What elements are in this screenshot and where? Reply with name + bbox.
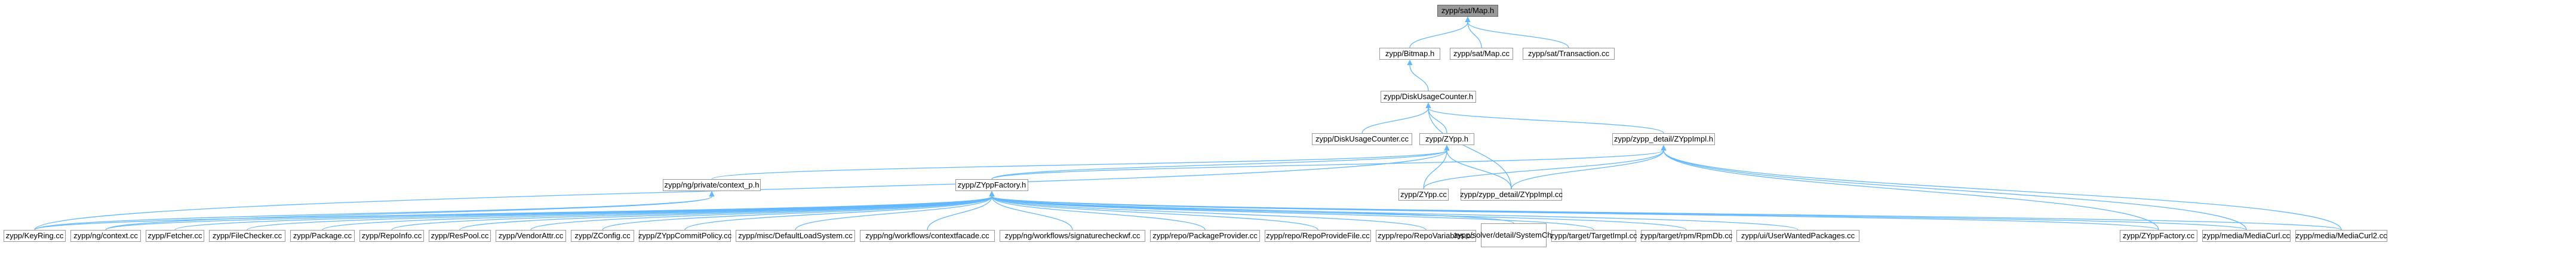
node-repoprovidefile-cc[interactable]: zypp/repo/RepoProvideFile.cc: [1265, 230, 1371, 242]
edge-respool-cc-to-zyppfactory-h: [459, 191, 995, 231]
edge-signaturecheckwf-cc-to-zyppfactory-h: [989, 191, 1073, 231]
edge-zypp-cc-to-zyppimpl-h: [1423, 145, 1667, 189]
edge-mediacurl-cc-to-zyppimpl-h: [1661, 145, 2247, 231]
node-bitmap-h[interactable]: zypp/Bitmap.h: [1379, 48, 1440, 60]
node-respool-cc[interactable]: zypp/ResPool.cc: [429, 230, 491, 242]
node-packageprovider-cc[interactable]: zypp/repo/PackageProvider.cc: [1150, 230, 1260, 242]
node-transaction-cc[interactable]: zypp/sat/Transaction.cc: [1523, 48, 1615, 60]
dependency-edges: [34, 16, 2342, 231]
node-mediacurl-cc[interactable]: zypp/media/MediaCurl.cc: [2202, 230, 2291, 242]
edge-mediacurl2-cc-to-zyppfactory-h: [989, 191, 2342, 231]
node-rpmdb-cc[interactable]: zypp/target/rpm/RpmDb.cc: [1640, 230, 1732, 242]
edge-zyppimpl-h-to-diskusagecounter-h: [1425, 102, 1664, 134]
edge-defaultloadsystem-cc-to-zyppfactory-h: [795, 191, 995, 231]
edge-zyppimpl-cc-to-zyppimpl-h: [1511, 145, 1667, 189]
node-userwantedpackages-cc[interactable]: zypp/ui/UserWantedPackages.cc: [1736, 230, 1859, 242]
node-map-cc[interactable]: zypp/sat/Map.cc: [1450, 48, 1513, 60]
node-zyppfactory-cc[interactable]: zypp/ZYppFactory.cc: [2120, 230, 2197, 242]
edge-bitmap-h-to-map-h: [1409, 16, 1471, 48]
edge-keyring-cc-to-zyppfactory-h: [34, 191, 995, 231]
node-keyring-cc[interactable]: zypp/KeyRing.cc: [4, 230, 66, 242]
edge-userwantedpackages-cc-to-zyppfactory-h: [989, 191, 1799, 231]
edge-packageprovider-cc-to-zyppfactory-h: [989, 191, 1206, 231]
node-zyppcommitpolicy-cc[interactable]: zypp/ZYppCommitPolicy.cc: [638, 230, 731, 242]
node-repovariables-cc[interactable]: zypp/repo/RepoVariables.cc: [1376, 230, 1476, 242]
edge-rpmdb-cc-to-zyppfactory-h: [989, 191, 1687, 231]
edge-diskusagecounter-cc-to-diskusagecounter-h: [1361, 102, 1431, 134]
node-zyppfactory-h[interactable]: zypp/ZYppFactory.h: [955, 179, 1028, 191]
node-zyppimpl-h[interactable]: zypp/zypp_detail/ZYppImpl.h: [1612, 133, 1715, 145]
node-zypp-cc[interactable]: zypp/ZYpp.cc: [1398, 189, 1449, 201]
edge-transaction-cc-to-map-h: [1465, 16, 1569, 48]
node-diskusagecounter-h[interactable]: zypp/DiskUsageCounter.h: [1381, 91, 1476, 103]
node-vendorattr-cc[interactable]: zypp/VendorAttr.cc: [496, 230, 566, 242]
edge-fetcher-cc-to-zyppfactory-h: [174, 191, 995, 231]
node-targetimpl-cc[interactable]: zypp/target/TargetImpl.cc: [1550, 230, 1637, 242]
edge-zypp-cc-to-zypp-h: [1423, 145, 1450, 189]
node-defaultloadsystem-cc[interactable]: zypp/misc/DefaultLoadSystem.cc: [736, 230, 855, 242]
node-package-cc[interactable]: zypp/Package.cc: [290, 230, 355, 242]
edge-zyppfactory-h-to-zypp-h: [991, 145, 1450, 180]
node-repoinfo-cc[interactable]: zypp/RepoInfo.cc: [359, 230, 424, 242]
node-fetcher-cc[interactable]: zypp/Fetcher.cc: [146, 230, 204, 242]
edge-zyppfactory-cc-to-zyppfactory-h: [989, 191, 2159, 231]
edge-zconfig-cc-to-zyppfactory-h: [602, 191, 995, 231]
node-ng-context-cc[interactable]: zypp/ng/context.cc: [70, 230, 141, 242]
node-contextfacade-cc[interactable]: zypp/ng/workflows/contextfacade.cc: [860, 230, 995, 242]
edge-mediacurl-cc-to-zyppfactory-h: [989, 191, 2247, 231]
edge-contextfacade-cc-to-zyppfactory-h: [927, 191, 995, 231]
node-mediacurl2-cc[interactable]: zypp/media/MediaCurl2.cc: [2295, 230, 2387, 242]
edge-ng-context-cc-to-context-p-h: [105, 191, 715, 231]
edge-zyppcommitpolicy-cc-to-zyppfactory-h: [684, 191, 995, 231]
edge-keyring-cc-to-context-p-h: [34, 191, 715, 231]
edge-targetimpl-cc-to-zyppfactory-h: [989, 191, 1594, 231]
node-signaturecheckwf-cc[interactable]: zypp/ng/workflows/signaturecheckwf.cc: [1000, 230, 1145, 242]
node-systemcheck-cc[interactable]: zypp/solver/detail/SystemCheck.cc: [1454, 223, 1573, 247]
edge-mediacurl2-cc-to-zyppimpl-h: [1661, 145, 2342, 231]
edge-repovariables-cc-to-zyppfactory-h: [989, 191, 1427, 231]
node-diskusagecounter-cc[interactable]: zypp/DiskUsageCounter.cc: [1312, 133, 1412, 145]
node-zyppimpl-cc[interactable]: zypp/zypp_detail/ZYppImpl.cc: [1460, 189, 1563, 201]
edge-context-p-h-to-zypp-h: [711, 145, 1450, 180]
edge-zyppimpl-cc-to-zypp-h: [1444, 145, 1512, 189]
node-zypp-h[interactable]: zypp/ZYpp.h: [1419, 133, 1474, 145]
node-zconfig-cc[interactable]: zypp/ZConfig.cc: [571, 230, 634, 242]
node-context-p-h[interactable]: zypp/ng/private/context_p.h: [663, 179, 761, 191]
edge-vendorattr-cc-to-zyppfactory-h: [530, 191, 995, 231]
edge-zyppimpl-cc-to-diskusagecounter-h: [1425, 102, 1512, 189]
edge-zyppfactory-cc-to-zyppimpl-h: [1661, 145, 2159, 231]
edge-zyppfactory-h-to-zyppimpl-h: [991, 145, 1667, 180]
edge-repoprovidefile-cc-to-zyppfactory-h: [989, 191, 1318, 231]
node-filechecker-cc[interactable]: zypp/FileChecker.cc: [209, 230, 285, 242]
edge-map-cc-to-map-h: [1465, 16, 1482, 48]
node-map-h[interactable]: zypp/sat/Map.h: [1437, 5, 1498, 17]
edge-diskusagecounter-h-to-bitmap-h: [1407, 59, 1429, 91]
